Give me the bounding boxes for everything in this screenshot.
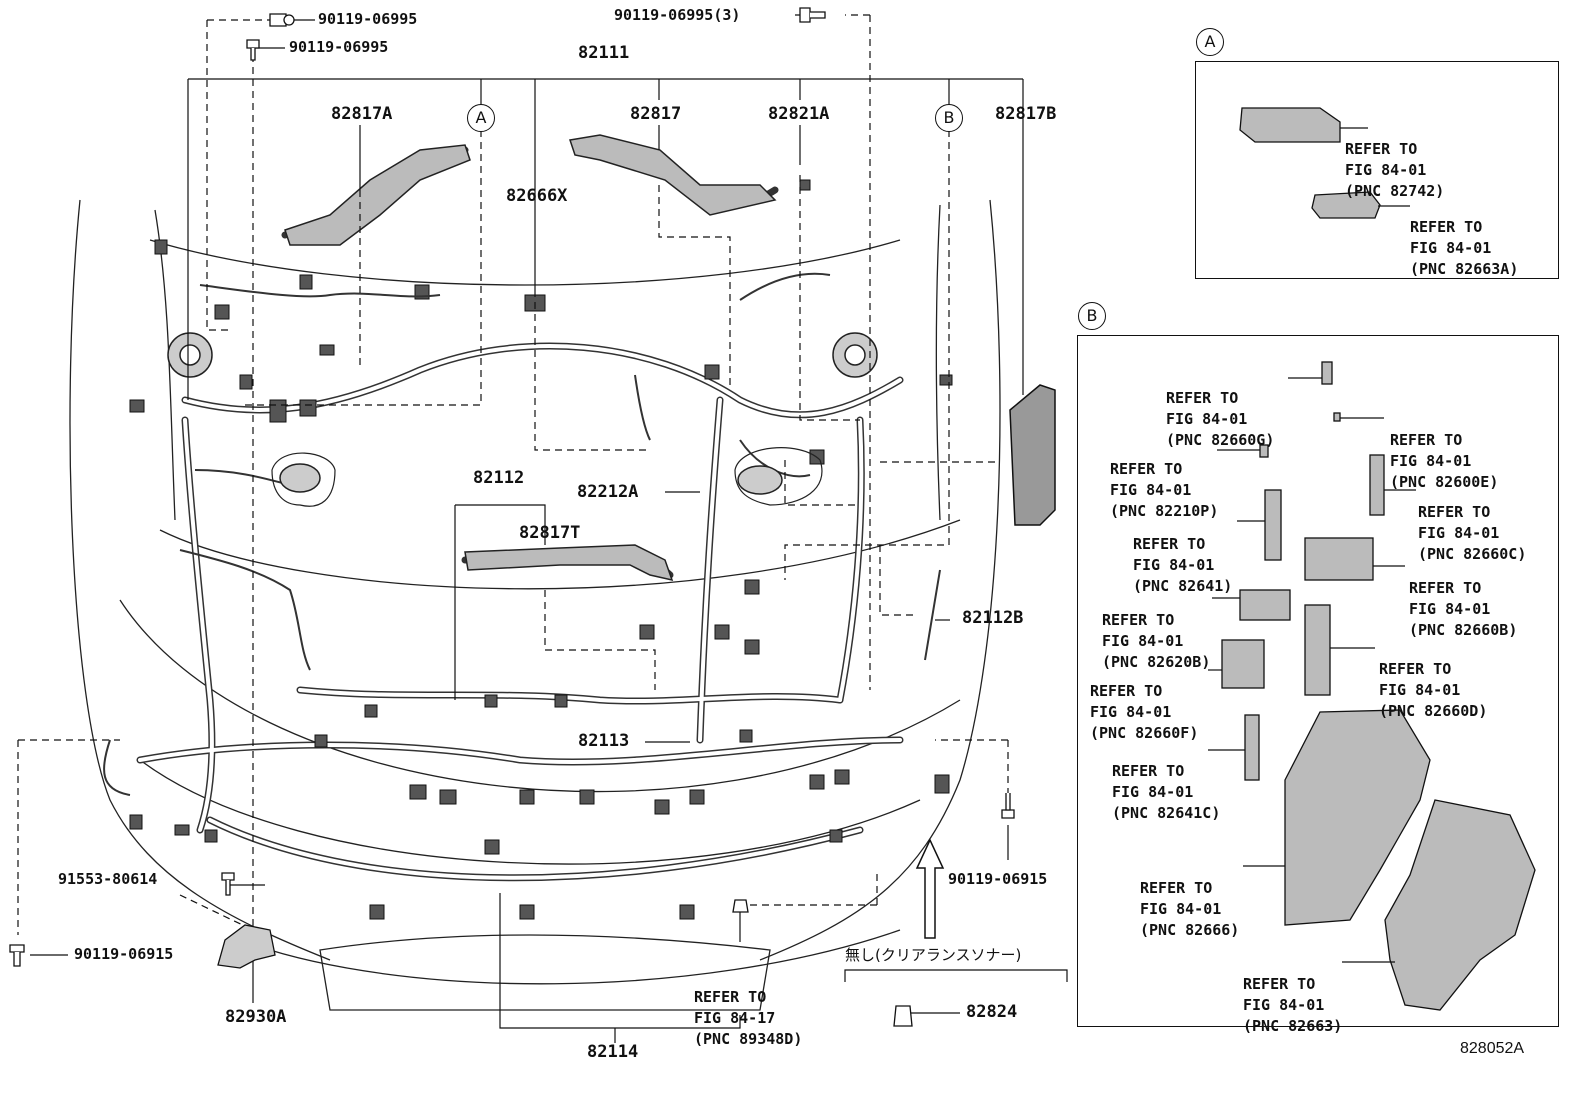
harness-bottom-front [206,816,864,882]
note-clearance-sonar: 無し(クリアランスソナー) [845,946,1022,964]
callout-b-circle: B [935,104,963,132]
relay-box-82666 [1284,709,1431,926]
front-fascia-arc [119,599,961,793]
body-outline-right [759,199,1001,961]
body-outline-left [69,199,331,961]
part-label-82112: 82112 [473,468,525,488]
inset-a-label: A [1196,28,1224,56]
fastener-label: 90119-06995 [318,10,418,28]
bracket-82930A [217,924,276,969]
harness-main-upper [181,342,904,419]
part-label-82212A: 82212A [577,482,639,502]
bolt-icon [221,872,235,881]
inset-box-b [1077,335,1559,1027]
part-label-82666X: 82666X [506,186,568,206]
figure-id: 828052A [1460,1040,1525,1057]
part-label-82111: 82111 [578,43,630,63]
lower-bumper [239,929,901,985]
inset-b-label: B [1078,302,1106,330]
bumper-line [139,759,921,865]
front-arrow [915,838,945,939]
part-label-82113: 82113 [578,731,630,751]
grille-opening [319,934,771,1011]
fastener-label: 90119-06915 [74,945,174,963]
hood-line [149,239,901,286]
inset-box-a [1195,61,1559,279]
engine-bay-arc [159,519,961,590]
ecu-module-82817B [1009,384,1056,526]
bolt-icon [269,13,287,27]
relay-block-82742 [1239,107,1341,143]
part-label-82930A: 82930A [225,1007,287,1027]
bolt-icon [9,944,25,953]
bolt-icon [246,39,260,49]
part-label-82821A: 82821A [768,104,830,124]
bolt-icon [1001,809,1015,819]
bolt-icon [799,7,811,23]
part-label-82817T: 82817T [519,523,581,543]
relay-box-cover-82663 [1384,799,1536,1011]
right-fender-line [935,204,941,521]
fastener-label: 90119-06995 [289,38,389,56]
part-label-82112B: 82112B [962,608,1024,628]
clip-icon [893,1005,913,1027]
part-label-82824: 82824 [966,1002,1018,1022]
callout-a-circle: A [467,104,495,132]
fastener-label: 90119-06995(3) [614,6,741,24]
part-label-82817B: 82817B [995,104,1057,124]
part-label-82114: 82114 [587,1042,639,1062]
clip-icon [732,899,749,913]
part-label-82817A: 82817A [331,104,393,124]
fastener-label: 91553-80614 [58,870,158,888]
relay-block-82663A [1311,191,1381,219]
part-label-82817: 82817 [630,104,682,124]
fastener-label: 90119-06915 [948,870,1048,888]
